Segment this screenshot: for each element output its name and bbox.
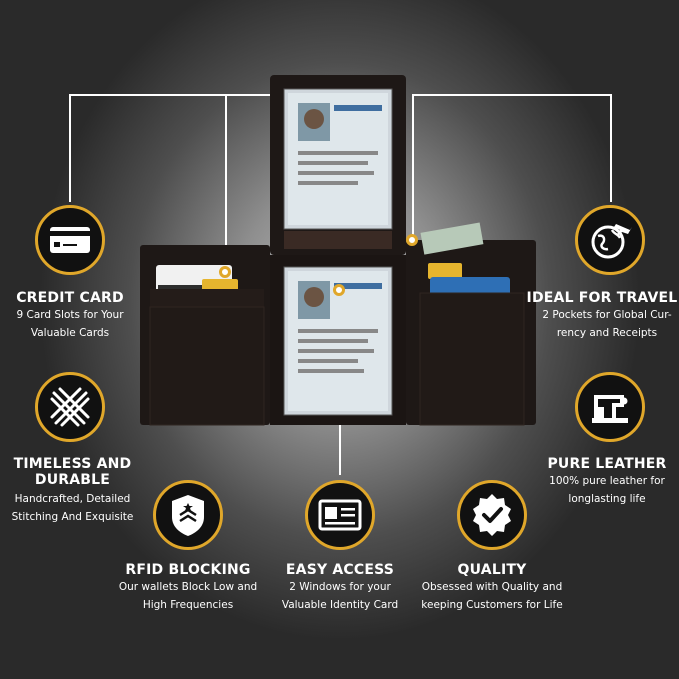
quality-title: QUALITY bbox=[457, 562, 527, 578]
wallet-image bbox=[140, 75, 536, 426]
rfid-desc-2: High Frequencies bbox=[142, 599, 234, 611]
quality-desc-2: keeping Customers for Life bbox=[421, 599, 563, 611]
globe-plane-icon bbox=[591, 224, 632, 259]
rfid-desc-1: Our wallets Block Low and bbox=[118, 581, 258, 593]
connector-travel-horizontal bbox=[412, 94, 612, 96]
leather-desc-2: longlasting life bbox=[568, 493, 646, 505]
id-card-icon bbox=[318, 499, 362, 531]
timeless-desc-2: Stitching And Exquisite bbox=[11, 511, 134, 523]
travel-desc-2: rency and Receipts bbox=[556, 327, 658, 339]
stitching-icon bbox=[50, 387, 90, 427]
credit-card-desc-1: 9 Card Slots for Your bbox=[16, 309, 124, 321]
connector-dot-credit bbox=[219, 266, 231, 278]
travel-badge bbox=[575, 205, 645, 275]
credit-card-badge bbox=[35, 205, 105, 275]
travel-desc-1: 2 Pockets for Global Cur- bbox=[542, 309, 672, 321]
connector-travel-to-wallet bbox=[412, 94, 414, 240]
credit-card-icon bbox=[50, 227, 90, 253]
travel-title: IDEAL FOR TRAVEL bbox=[526, 290, 678, 306]
connector-credit-vertical bbox=[69, 94, 71, 202]
leather-desc-1: 100% pure leather for bbox=[549, 475, 665, 487]
connector-travel-vertical bbox=[610, 94, 612, 202]
timeless-badge bbox=[35, 372, 105, 442]
quality-badge bbox=[457, 480, 527, 550]
connector-credit-horizontal bbox=[69, 94, 281, 96]
quality-desc-1: Obsessed with Quality and bbox=[421, 581, 563, 593]
connector-dot-travel bbox=[406, 234, 418, 246]
rfid-badge bbox=[153, 480, 223, 550]
connector-dot-easy-access bbox=[333, 284, 345, 296]
rfid-title: RFID BLOCKING bbox=[125, 562, 251, 578]
timeless-desc-1: Handcrafted, Detailed bbox=[14, 493, 131, 505]
credit-card-desc-2: Valuable Cards bbox=[30, 327, 110, 339]
connector-credit-to-wallet bbox=[225, 96, 227, 271]
easy-access-desc-1: 2 Windows for your bbox=[289, 581, 391, 593]
easy-access-desc-2: Valuable Identity Card bbox=[281, 599, 399, 611]
easy-access-title: EASY ACCESS bbox=[285, 562, 395, 578]
check-badge-icon bbox=[473, 494, 511, 536]
leather-title: PURE LEATHER bbox=[547, 456, 667, 472]
easy-access-badge bbox=[305, 480, 375, 550]
timeless-title-2: DURABLE bbox=[34, 472, 111, 488]
credit-card-title: CREDIT CARD bbox=[16, 290, 124, 306]
shield-icon bbox=[172, 495, 204, 536]
leather-badge bbox=[575, 372, 645, 442]
timeless-title-1: TIMELESS AND bbox=[13, 456, 132, 472]
sewing-machine-icon bbox=[592, 395, 628, 423]
